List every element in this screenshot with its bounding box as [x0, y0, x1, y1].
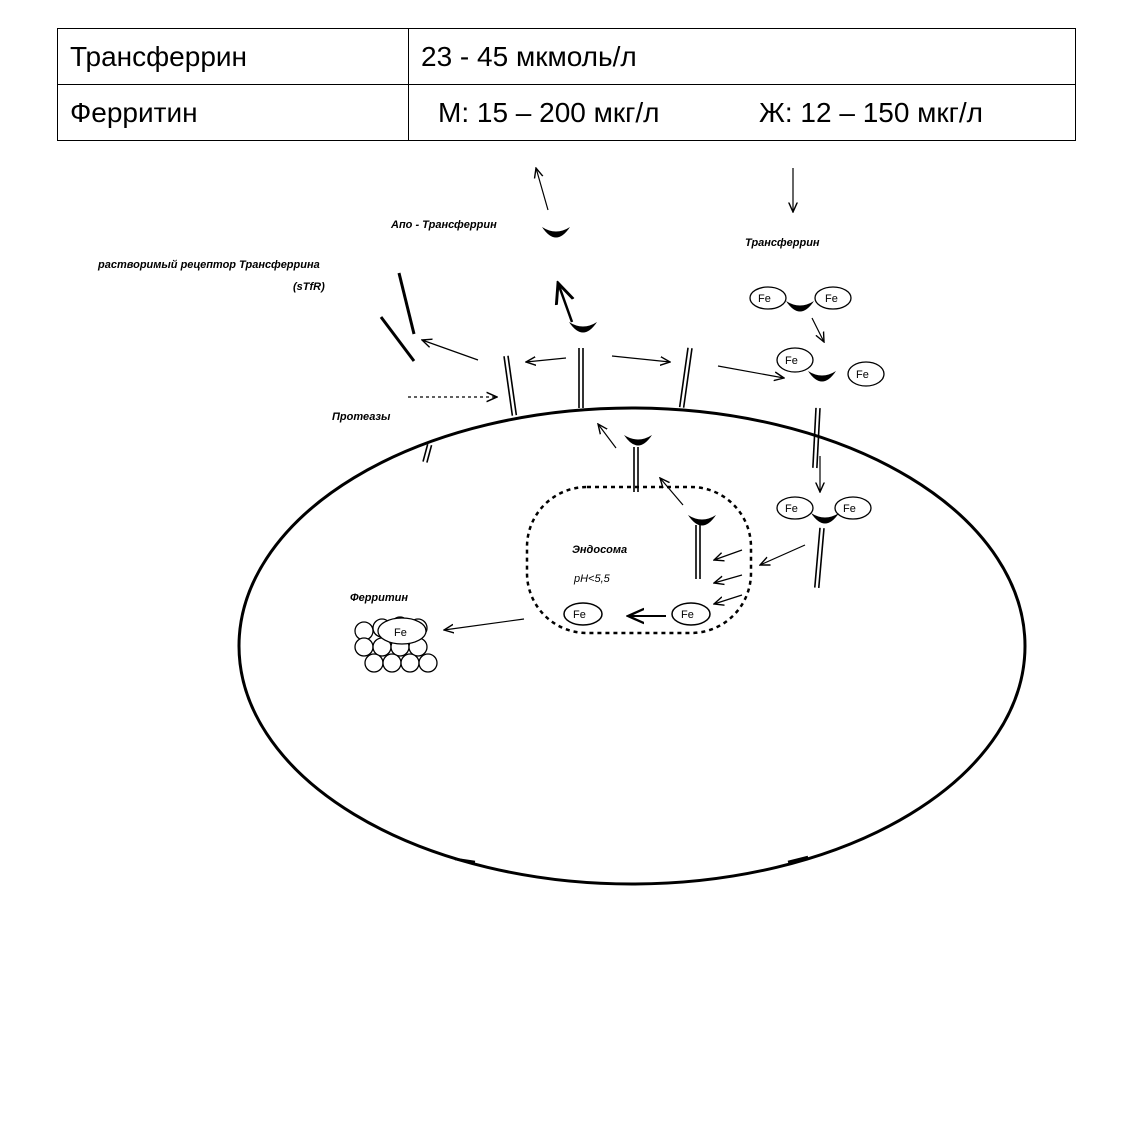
fe-label: Fe [785, 503, 798, 515]
internalized-holo-transferrin: Fe Fe [776, 496, 872, 524]
transferrin-receptor [578, 347, 584, 409]
soluble-receptor-label-2: (sTfR) [293, 281, 325, 293]
apo-transferrin-icon [569, 322, 597, 333]
apo-transferrin-icon [624, 435, 652, 446]
ferritin-name-cell: Ферритин [57, 84, 409, 141]
apo-transferrin-label: Апо - Трансферрин [390, 219, 497, 231]
transferrin-receptor [678, 346, 693, 409]
soluble-receptor-fragment [379, 316, 416, 362]
proteases-label: Протеазы [332, 411, 391, 423]
apo-transferrin-icon [688, 515, 716, 526]
transferrin-receptor [812, 407, 821, 469]
fe-label: Fe [825, 293, 838, 305]
table-row: Трансферрин 23 - 45 мкмоль/л [57, 28, 1076, 85]
svg-text:Fe: Fe [681, 609, 694, 621]
fe-label: Fe [843, 503, 856, 515]
soluble-receptor-fragment [397, 272, 416, 335]
fe-label: Fe [394, 627, 407, 639]
endosome [525, 485, 753, 635]
fe-label: Fe [856, 369, 869, 381]
fe-label: Fe [758, 293, 771, 305]
table-row: Ферритин М: 15 – 200 мкг/л Ж: 12 – 150 м… [57, 84, 1076, 141]
ferritin-cluster [354, 616, 438, 673]
apo-transferrin-icon [542, 227, 570, 238]
soluble-receptor-label-1: растворимый рецептор Трансферрина [97, 259, 320, 271]
ferritin-value-cell: М: 15 – 200 мкг/л Ж: 12 – 150 мкг/л [408, 84, 1076, 141]
fe2-ion: Fe [563, 602, 603, 626]
ferritin-female-range: Ж: 12 – 150 мкг/л [759, 96, 984, 128]
arrow-up [536, 168, 549, 211]
fe3-ion: Fe [671, 602, 711, 626]
fe-label: Fe [785, 355, 798, 367]
endosome-label: Эндосома [572, 544, 627, 556]
transferrin-name-cell: Трансферрин [57, 28, 409, 85]
ferritin-male-range: М: 15 – 200 мкг/л [438, 96, 660, 128]
svg-text:Fe: Fe [573, 609, 586, 621]
ph-label: pH<5,5 [573, 573, 611, 585]
transferrin-value-cell: 23 - 45 мкмоль/л [408, 28, 1076, 85]
cell-membrane [237, 406, 1027, 886]
bound-holo-transferrin: Fe Fe [776, 347, 885, 387]
transferrin-receptor [503, 354, 518, 417]
ferritin-label: Ферритин [350, 592, 408, 604]
reference-table: Трансферрин 23 - 45 мкмоль/л Ферритин М:… [57, 28, 1076, 141]
transferrin-label: Трансферрин [745, 237, 820, 249]
holo-transferrin-icon: Fe Fe [749, 286, 852, 312]
